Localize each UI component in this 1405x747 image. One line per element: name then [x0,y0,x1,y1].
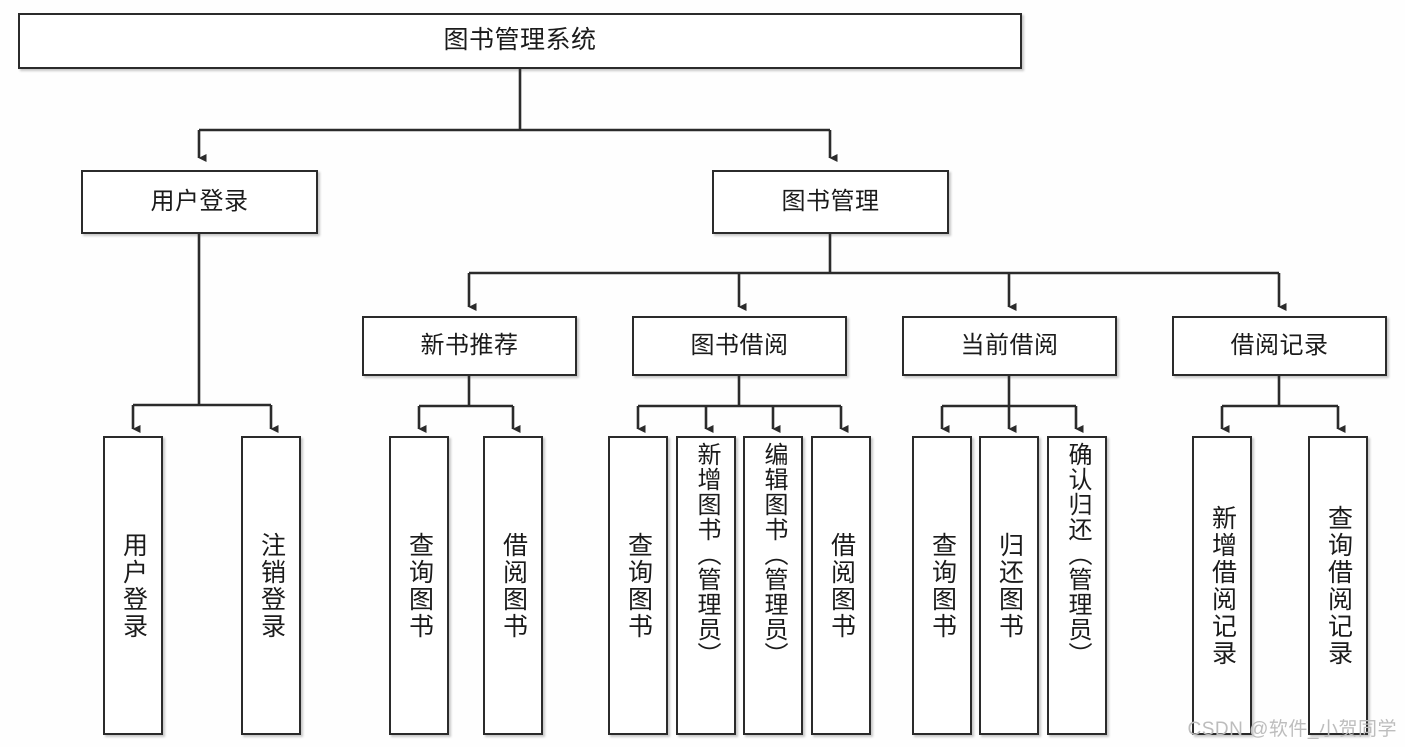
node-user-login[interactable]: 用户登录 [81,170,318,234]
node-label: 归还图书 [995,531,1024,640]
node-leaf-add-book-admin[interactable]: 新增图书（管理员） [676,436,736,735]
node-leaf-query-book-borrow[interactable]: 查询图书 [608,436,668,735]
node-label: 当前借阅 [960,331,1059,359]
node-label: 借阅图书 [827,531,856,640]
node-label: 借阅图书 [499,531,528,640]
node-leaf-confirm-return-admin[interactable]: 确认归还（管理员） [1047,436,1107,735]
node-label: 查询图书 [928,531,957,640]
node-label: 新书推荐 [420,331,519,359]
node-root-book-management-system[interactable]: 图书管理系统 [18,13,1022,69]
node-label: 查询图书 [405,531,434,640]
node-leaf-query-book-current[interactable]: 查询图书 [912,436,972,735]
node-label: 查询图书 [624,531,653,640]
node-label: 借阅记录 [1230,331,1329,359]
node-leaf-borrow-book-recommend[interactable]: 借阅图书 [483,436,543,735]
node-leaf-add-borrow-record[interactable]: 新增借阅记录 [1192,436,1252,735]
node-book-borrow[interactable]: 图书借阅 [632,316,847,376]
node-label: 图书管理系统 [443,26,597,55]
node-label: 用户登录 [119,531,148,640]
node-label: 注销登录 [257,531,286,640]
node-leaf-query-book-recommend[interactable]: 查询图书 [389,436,449,735]
node-label: 新增借阅记录 [1208,504,1237,667]
node-label: 图书借阅 [690,331,789,359]
node-borrow-record[interactable]: 借阅记录 [1172,316,1387,376]
node-leaf-logout[interactable]: 注销登录 [241,436,301,735]
node-book-management[interactable]: 图书管理 [712,170,949,234]
node-label: 确认归还（管理员） [1064,442,1091,667]
node-label: 查询借阅记录 [1324,504,1353,667]
node-leaf-user-login[interactable]: 用户登录 [103,436,163,735]
node-label: 用户登录 [150,187,249,215]
node-leaf-return-book[interactable]: 归还图书 [979,436,1039,735]
node-label: 编辑图书（管理员） [760,442,787,667]
node-leaf-query-borrow-record[interactable]: 查询借阅记录 [1308,436,1368,735]
node-current-borrow[interactable]: 当前借阅 [902,316,1117,376]
node-label: 图书管理 [781,187,880,215]
node-leaf-borrow-book[interactable]: 借阅图书 [811,436,871,735]
node-leaf-edit-book-admin[interactable]: 编辑图书（管理员） [743,436,803,735]
node-new-book-recommend[interactable]: 新书推荐 [362,316,577,376]
node-label: 新增图书（管理员） [693,442,720,667]
